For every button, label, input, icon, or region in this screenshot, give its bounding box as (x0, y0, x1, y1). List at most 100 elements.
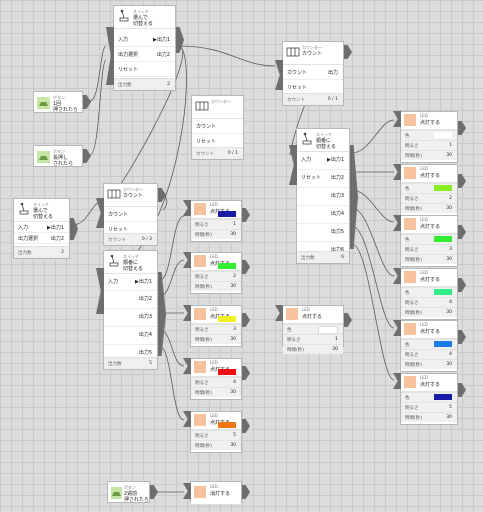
title-line: 切替える (33, 214, 53, 220)
color-prop: 色 (401, 183, 457, 193)
duration-prop: 時間(秒)30 (191, 281, 241, 291)
output-port[interactable] (242, 313, 250, 327)
row-label: 出力選択 (18, 236, 39, 242)
output-port[interactable] (458, 330, 466, 344)
footer-value: 2 (61, 250, 64, 255)
block-title: 点灯する (420, 329, 441, 335)
title-line: されたら (53, 161, 74, 167)
output-port[interactable] (242, 208, 250, 222)
color-swatch (434, 289, 452, 295)
color-swatch (318, 326, 338, 334)
output-port[interactable] (242, 485, 250, 499)
output-port[interactable] (458, 174, 466, 188)
row-label: リセット (287, 85, 308, 91)
port-label: 出力3 (138, 314, 152, 320)
hand-press-icon (37, 97, 50, 109)
prop-label: 時間(秒) (405, 258, 423, 263)
button-block[interactable]: ボタン 1回押されたら (33, 91, 83, 113)
output-port[interactable] (158, 188, 166, 202)
port-label: 出力1 (50, 225, 64, 231)
prop-value: 30 (446, 206, 452, 211)
output-port[interactable] (83, 149, 91, 163)
output-port[interactable] (350, 145, 358, 249)
row-label: リセット (301, 175, 322, 181)
output-port[interactable] (242, 260, 250, 274)
duration-prop: 時間(秒)30 (191, 334, 241, 344)
prop-label: 時間(秒) (195, 338, 213, 343)
block-title: 順番に切替える (316, 138, 336, 150)
port-label: 出力2 (138, 296, 152, 302)
output-port[interactable] (344, 313, 352, 327)
bulb-icon (404, 114, 416, 126)
block-caption: LED (420, 217, 428, 222)
button-block[interactable]: ボタン 長押しされたら (33, 145, 83, 167)
prop-value: 30 (332, 347, 338, 352)
prop-label: 明るさ (405, 197, 419, 202)
footer-label: カウント (287, 98, 305, 103)
output-port[interactable] (70, 218, 78, 240)
output-port[interactable] (242, 419, 250, 433)
color-swatch (218, 422, 236, 428)
button-block[interactable]: ボタン 2週前押されたら (107, 481, 150, 503)
output-port[interactable] (458, 121, 466, 135)
select-row: 出力選択出力2 (114, 47, 175, 62)
select-row: 出力選択出力2 (14, 233, 69, 244)
output-port[interactable] (458, 383, 466, 397)
title-line: 切替える (123, 266, 143, 272)
port-label: 出力4 (330, 211, 344, 217)
output-port[interactable] (458, 278, 466, 292)
row-value: ▶出力1 (134, 279, 152, 285)
lever-icon (300, 132, 314, 146)
bulb-icon (194, 486, 206, 498)
output-port[interactable] (242, 366, 250, 380)
block-title: 点灯する (420, 173, 441, 179)
port-label: 出力6 (330, 247, 344, 253)
switch-block[interactable]: スイッチ 順番に切替える 入力▶出力1 リセット出力2 出力3 出力4 出力5 … (296, 128, 350, 264)
output-port[interactable] (158, 272, 166, 356)
duration-prop: 時間(秒)30 (191, 440, 241, 450)
output-port[interactable] (150, 485, 158, 499)
count-row: カウント (192, 119, 243, 134)
output-port[interactable] (344, 45, 352, 59)
title-line: 押されたら (124, 497, 150, 503)
footer-value: 0 / 1 (227, 151, 238, 156)
prop-value: 30 (230, 232, 236, 237)
prop-label: 時間(秒) (405, 416, 423, 421)
title-line: 順番に (316, 138, 332, 144)
prop-value: 1 (449, 143, 452, 148)
output-port[interactable] (458, 225, 466, 239)
counter-icon (107, 187, 121, 201)
row-label: カウント (287, 70, 308, 76)
output-port[interactable] (176, 27, 184, 53)
output-port[interactable] (83, 95, 91, 109)
block-title: 長押しされたら (53, 155, 73, 167)
row-label: カウント (196, 124, 217, 130)
prop-label: 色 (405, 291, 410, 296)
